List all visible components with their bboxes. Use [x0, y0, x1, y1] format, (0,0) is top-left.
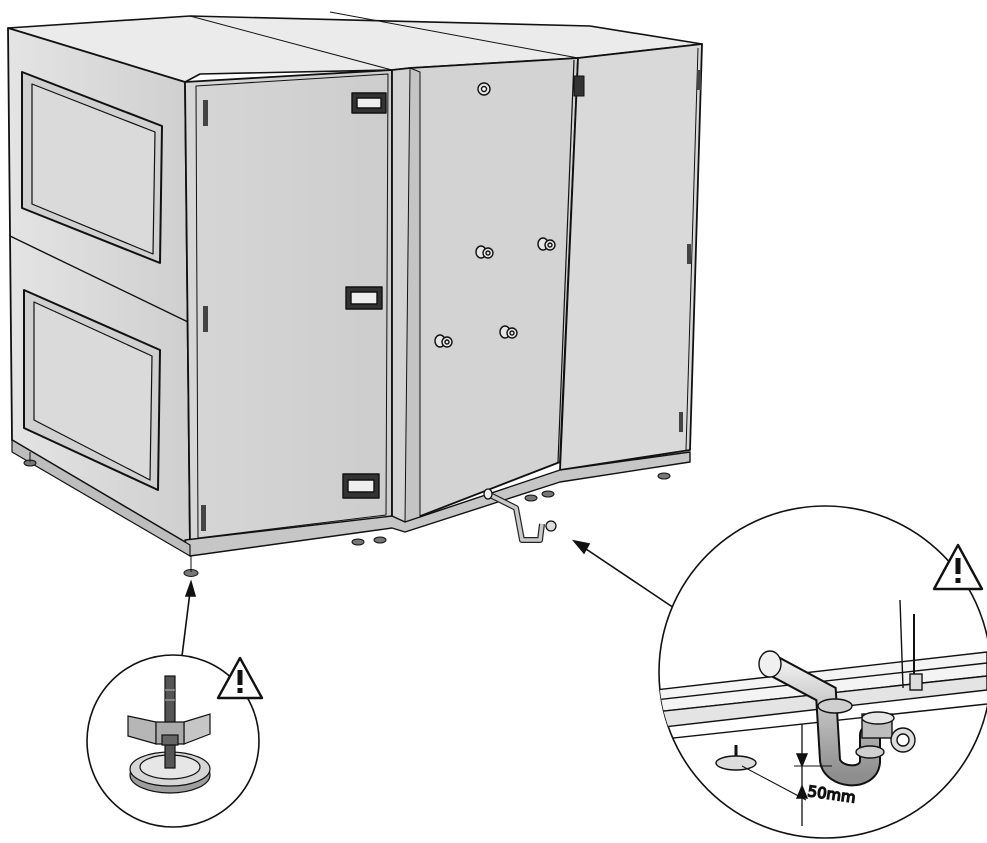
door-handle [351, 92, 387, 114]
warning-triangle-icon [932, 543, 984, 591]
pipe-connectors [434, 82, 556, 348]
leader-arrows [180, 539, 681, 665]
door-handle [345, 286, 383, 310]
adjustable-feet [23, 452, 671, 577]
detail-foot-callout [86, 654, 264, 828]
adjustable-foot-icon [127, 675, 211, 794]
front-door-right [559, 43, 703, 471]
hinges [201, 70, 701, 531]
drain-trap [483, 488, 557, 543]
door-handle [573, 75, 585, 97]
door-handle [342, 473, 380, 499]
base-frame [184, 451, 691, 557]
air-handling-unit [7, 11, 703, 577]
detail-drain-callout: 50mm [658, 505, 987, 839]
warning-triangle-icon [216, 656, 264, 700]
